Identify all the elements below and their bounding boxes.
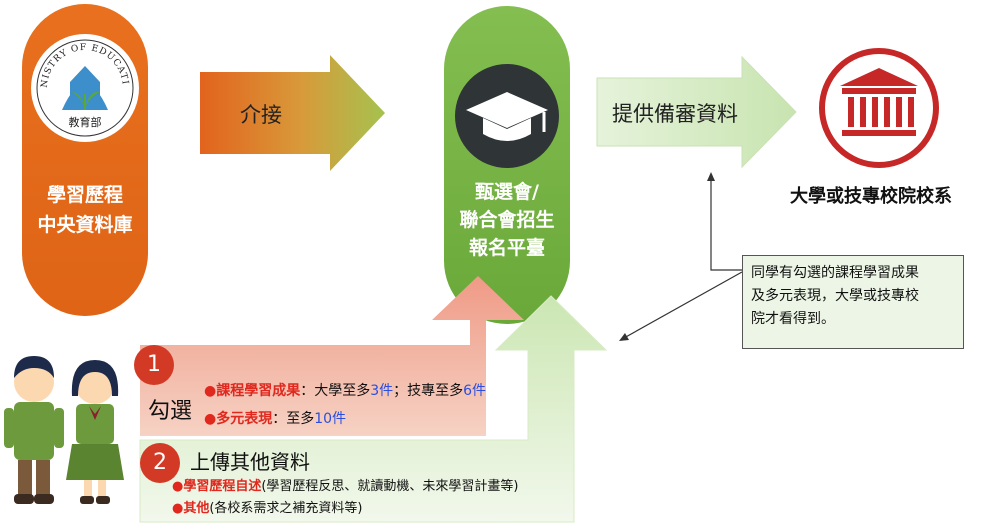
note-box: 同學有勾選的課程學習成果 及多元表現，大學或技專校 院才看得到。 [742,255,964,349]
moe-seal-ring: MINISTRY OF EDUCATION [31,34,130,88]
note-line2: 及多元表現，大學或技專校 [751,288,919,304]
step2-item1: ●學習歷程自述(學習歷程反思、就讀動機、未來學習計畫等) [172,475,519,494]
step2-item2: ●其他(各校系需求之補充資料等) [172,497,363,516]
center-label: 甄選會/ 聯合會招生 報名平臺 [444,178,570,262]
step2-item2-key: 其他 [183,501,210,516]
step2-arrow [139,295,608,523]
graduation-cap-icon [455,64,559,168]
step1-item2-colon: ：至多 [272,411,315,427]
step1-item1: ●課程學習成果：大學至多3件；技專至多6件 [204,380,486,400]
student-girl-icon [66,360,124,504]
step2-number: 2 [140,443,180,483]
step1-title: 勾選 [148,399,193,424]
svg-text:MINISTRY OF EDUCATION: MINISTRY OF EDUCATION [31,34,130,88]
arrow-2-label: 提供備審資料 [612,102,738,126]
step1-number: 1 [134,345,174,385]
moe-seal-icon [31,34,139,142]
bullet: ● [172,501,184,516]
university-label: 大學或技專校院校系 [790,186,952,207]
note-line3: 院才看得到。 [751,311,835,327]
arrow-1-label: 介接 [240,103,282,127]
moe-seal-cn: 教育部 [68,116,102,129]
step1-item2-n: 10件 [314,411,347,427]
step1-item1-n2: 6件 [463,383,487,399]
step2-item1-key: 學習歷程自述 [183,479,262,494]
step1-item2-key: 多元表現 [216,411,273,427]
step1-item1-n1: 3件 [370,383,394,399]
center-label-line1: 甄選會/ [475,181,539,203]
center-label-line2: 聯合會招生 [459,209,555,231]
connector-up [710,178,742,271]
bullet: ● [204,383,217,399]
note-line1: 同學有勾選的課程學習成果 [751,265,919,281]
moe-label: 學習歷程 中央資料庫 [22,180,148,240]
step1-item1-colon: ：大學至多 [300,383,371,399]
moe-label-line2: 中央資料庫 [37,214,133,236]
student-boy-icon [4,356,64,504]
step1-item1-key: 課程學習成果 [216,383,301,399]
moe-label-line1: 學習歷程 [46,184,123,206]
step2-item1-rest: (學習歷程反思、就讀動機、未來學習計畫等) [261,479,519,494]
bullet: ● [172,479,184,494]
university-icon [819,48,939,168]
step2-title: 上傳其他資料 [190,450,310,474]
arrow-2 [596,55,797,169]
arrow-1 [200,55,385,171]
step1-arrow [140,276,524,436]
connector-down [623,271,743,339]
center-label-line3: 報名平臺 [468,237,545,259]
step1-item2: ●多元表現：至多10件 [204,408,346,428]
bullet: ● [204,411,217,427]
step2-item2-rest: (各校系需求之補充資料等) [209,501,363,516]
step1-item1-mid: ；技專至多 [393,383,464,399]
moe-seal-ring-text: MINISTRY OF EDUCATION [31,34,129,88]
